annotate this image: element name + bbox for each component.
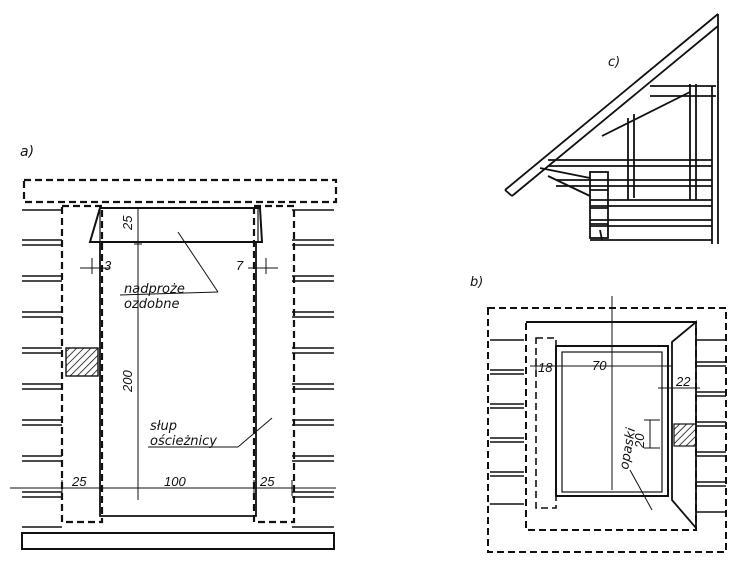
panel-c-label: c) [608, 55, 620, 70]
dim-left-post: 25 [71, 474, 87, 489]
panel-a-elevation: a) [10, 144, 338, 550]
side-band [671, 320, 697, 531]
right-log-courses [292, 209, 334, 528]
dim-opening-height: 200 [120, 370, 135, 393]
panel-a-label: a) [20, 144, 34, 160]
dim-side: 22 [675, 374, 691, 389]
hatched-tenon [65, 347, 99, 377]
panel-c-roof-section: c) [504, 13, 719, 244]
dim-lintel-height: 25 [120, 215, 135, 231]
label-lintel-line2: ozdobne [124, 297, 179, 312]
outer-wall-outline [487, 307, 727, 553]
panel-b-plan: b) [470, 275, 727, 553]
panel-b-label: b) [470, 275, 483, 290]
dimension-lines-a [10, 207, 336, 500]
left-log-courses [22, 209, 62, 528]
plan-hatched-tenon [673, 423, 697, 447]
label-bands: opaski [617, 426, 639, 470]
bottom-beam [21, 532, 335, 550]
top-beam-outline [22, 178, 338, 204]
right-jamb-post [252, 204, 296, 524]
dim-right-offset: 7 [236, 258, 244, 273]
frame-outline [525, 321, 697, 531]
decorative-lintel [88, 207, 264, 243]
left-jamb-post [60, 204, 104, 524]
dim-left-offset: 3 [104, 258, 112, 273]
dim-opening-width: 100 [164, 474, 186, 489]
dimension-lines-b [530, 296, 700, 511]
door-opening [99, 242, 257, 517]
label-post-line2: ościeżnicy [150, 434, 217, 449]
dim-frame: 18 [538, 360, 553, 375]
label-lintel-line1: nadproże [124, 282, 185, 297]
dim-band: 20 [632, 433, 647, 449]
label-post-line1: słup [150, 419, 177, 434]
dim-plan-opening-width: 70 [592, 358, 607, 373]
dim-right-post: 25 [259, 474, 275, 489]
plan-log-courses [490, 339, 726, 513]
